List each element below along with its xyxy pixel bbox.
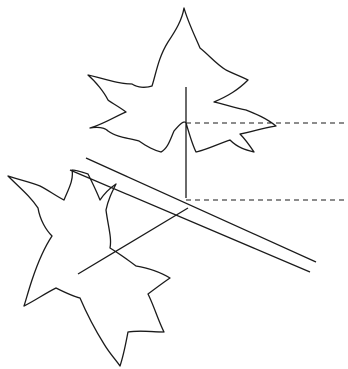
mirror-plane-line-top: [86, 158, 316, 262]
upper-leaf: [88, 8, 276, 152]
